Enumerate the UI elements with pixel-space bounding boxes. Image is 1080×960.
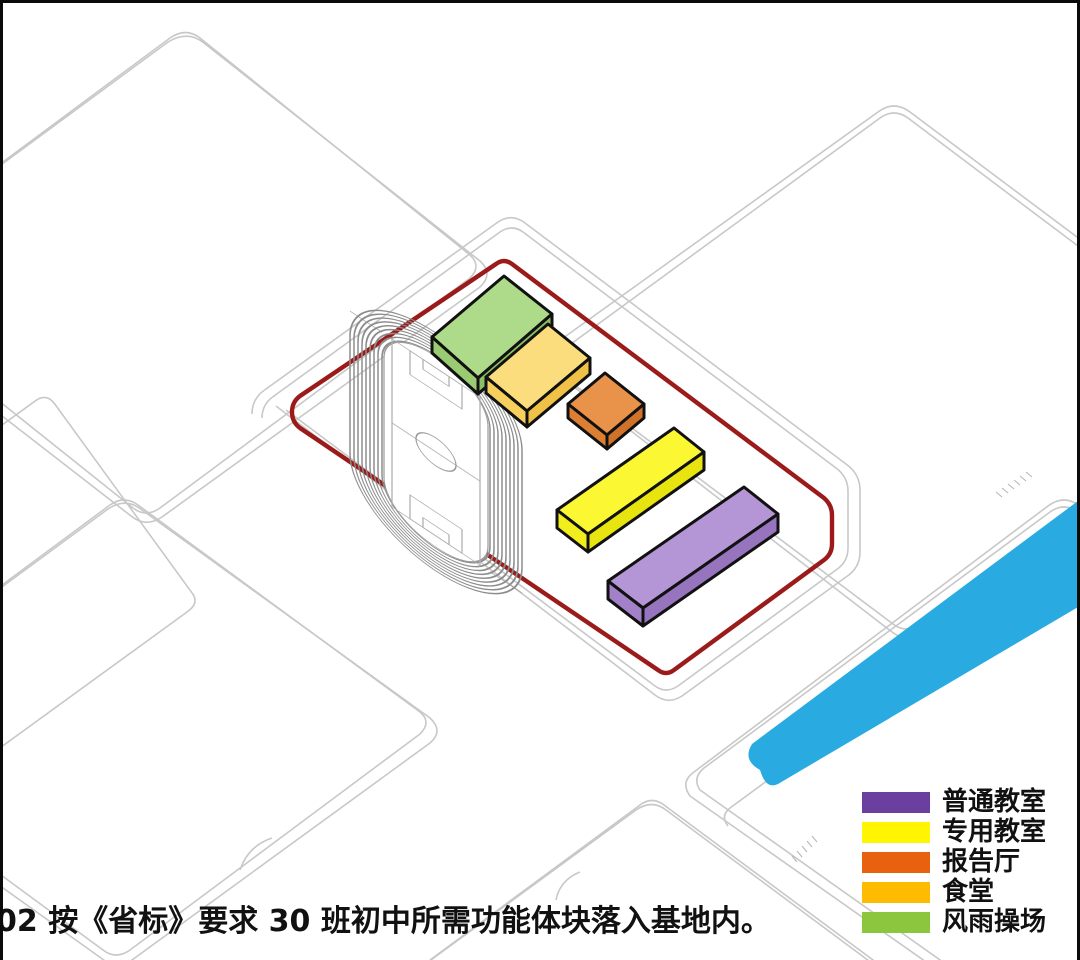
legend-item-indoor-gym: 风雨操场 [862, 907, 1076, 937]
site-boundary [289, 258, 835, 676]
legend-swatch-lecture-hall [862, 851, 930, 873]
legend-item-lecture-hall: 报告厅 [862, 847, 1076, 877]
legend: 普通教室 专用教室 报告厅 食堂 风雨操场 [862, 787, 1076, 937]
kerb-hatch [791, 471, 1033, 863]
legend-label-lecture-hall: 报告厅 [942, 847, 1021, 877]
legend-label-ordinary-classroom: 普通教室 [942, 787, 1047, 817]
running-track-and-field [349, 309, 523, 595]
canteen-block [484, 322, 592, 429]
legend-item-special-classroom: 专用教室 [862, 817, 1076, 847]
legend-swatch-indoor-gym [862, 911, 930, 933]
legend-swatch-canteen [862, 881, 930, 903]
frame-right-edge [1077, 0, 1080, 960]
legend-item-canteen: 食堂 [862, 877, 1076, 907]
lecture-hall-block [566, 371, 646, 451]
diagram-caption: 02 按《省标》要求 30 班初中所需功能体块落入基地内。 [0, 904, 771, 939]
legend-label-canteen: 食堂 [942, 877, 995, 907]
frame-left-edge [0, 0, 3, 960]
street-block-outlines [0, 31, 1080, 960]
ordinary-classroom-block [606, 485, 780, 628]
frame-top-edge [0, 0, 1080, 3]
river-band [748, 499, 1080, 786]
legend-item-ordinary-classroom: 普通教室 [862, 787, 1076, 817]
legend-swatch-special-classroom [862, 821, 930, 843]
legend-swatch-ordinary-classroom [862, 791, 930, 813]
legend-label-indoor-gym: 风雨操场 [942, 907, 1047, 937]
special-classroom-block [555, 426, 706, 554]
legend-label-special-classroom: 专用教室 [942, 817, 1047, 847]
